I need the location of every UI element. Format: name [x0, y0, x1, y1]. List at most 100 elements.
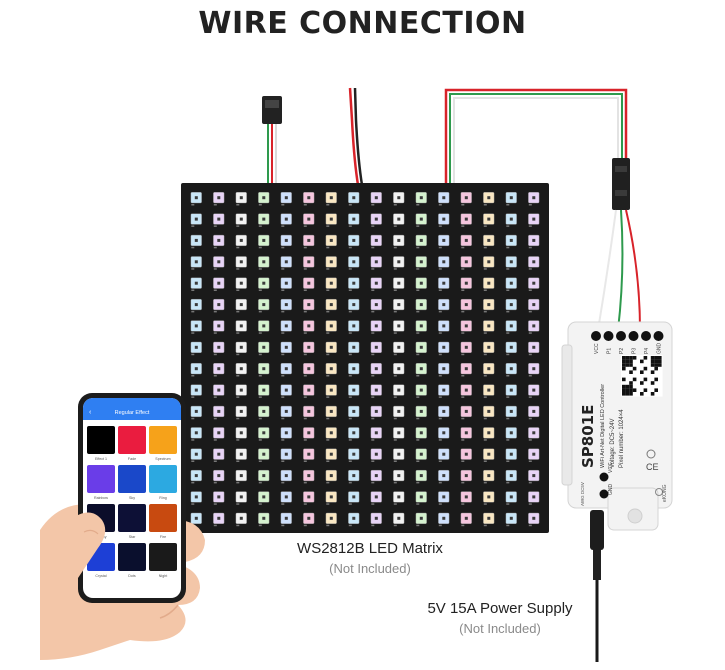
led-capacitor — [393, 460, 397, 462]
led-capacitor — [258, 481, 262, 484]
wires — [262, 87, 641, 662]
led-capacitor — [348, 375, 352, 377]
effect-label: Crystal — [95, 574, 106, 578]
led-capacitor — [393, 375, 397, 377]
led-capacitor — [326, 396, 330, 398]
led-chip — [329, 452, 333, 456]
led-chip — [239, 303, 243, 307]
effect-tile[interactable] — [87, 465, 115, 493]
qr-module — [640, 381, 644, 385]
led-chip — [329, 303, 333, 307]
led-chip — [509, 281, 513, 285]
led-capacitor — [528, 332, 532, 334]
power-supply-caption: 5V 15A Power Supply (Not Included) — [400, 600, 600, 636]
led-chip — [442, 516, 446, 520]
led-chip — [419, 217, 423, 221]
led-chip — [284, 495, 288, 499]
led-chip — [442, 324, 446, 328]
led-chip — [397, 303, 401, 307]
led-capacitor — [506, 289, 510, 291]
led-capacitor — [236, 460, 240, 462]
led-chip — [239, 409, 243, 413]
led-capacitor — [416, 417, 420, 420]
effect-tile[interactable] — [118, 426, 146, 454]
led-capacitor — [393, 268, 397, 270]
led-capacitor — [528, 417, 532, 420]
led-capacitor — [371, 268, 375, 270]
led-capacitor — [258, 332, 262, 334]
led-chip — [419, 345, 423, 349]
led-chip — [352, 345, 356, 349]
led-chip — [217, 367, 221, 371]
led-capacitor — [483, 481, 487, 484]
led-capacitor — [416, 332, 420, 334]
led-chip — [397, 217, 401, 221]
led-capacitor — [191, 353, 195, 356]
led-capacitor — [506, 524, 510, 527]
led-capacitor — [393, 503, 397, 505]
controller-model: SP801E — [579, 405, 597, 468]
led-capacitor — [416, 310, 420, 313]
page-title: WIRE CONNECTION — [198, 6, 527, 41]
led-capacitor — [236, 417, 240, 420]
effect-tile[interactable] — [118, 465, 146, 493]
led-chip — [532, 281, 536, 285]
led-chip — [239, 388, 243, 392]
led-capacitor — [281, 524, 285, 527]
led-chip — [352, 452, 356, 456]
led-chip — [307, 452, 311, 456]
effect-tile[interactable] — [118, 543, 146, 571]
led-capacitor — [303, 268, 307, 270]
effect-tile[interactable] — [87, 426, 115, 454]
led-capacitor — [416, 289, 420, 291]
led-chip — [532, 409, 536, 413]
port-label: GND — [657, 343, 663, 355]
led-capacitor — [236, 375, 240, 377]
led-chip — [397, 324, 401, 328]
led-capacitor — [483, 353, 487, 356]
led-chip — [442, 452, 446, 456]
port-terminal — [628, 331, 639, 341]
effect-tile[interactable] — [149, 504, 177, 532]
led-chip — [307, 431, 311, 435]
led-chip — [284, 409, 288, 413]
led-chip — [284, 388, 288, 392]
led-chip — [239, 452, 243, 456]
led-chip — [397, 196, 401, 200]
led-chip — [262, 431, 266, 435]
qr-module — [650, 356, 655, 360]
qr-module — [654, 377, 658, 382]
led-capacitor — [438, 204, 442, 206]
led-capacitor — [371, 439, 375, 441]
effect-tile[interactable] — [149, 426, 177, 454]
port-label-wrap: P1 — [607, 348, 613, 354]
led-capacitor — [213, 396, 217, 398]
led-chip — [284, 217, 288, 221]
led-capacitor — [393, 396, 397, 398]
led-capacitor — [191, 268, 195, 270]
led-chip — [464, 196, 468, 200]
led-capacitor — [213, 289, 217, 291]
led-chip — [442, 196, 446, 200]
led-capacitor — [461, 396, 465, 398]
led-capacitor — [191, 481, 195, 484]
led-capacitor — [416, 524, 420, 527]
led-capacitor — [281, 503, 285, 505]
led-chip — [352, 516, 356, 520]
port-terminal — [591, 331, 601, 341]
port-label: P2 — [619, 348, 625, 354]
effect-tile[interactable] — [149, 465, 177, 493]
effect-label: Spectrum — [155, 457, 170, 461]
qr-module — [654, 366, 658, 371]
led-capacitor — [438, 332, 442, 334]
led-capacitor — [303, 353, 307, 356]
led-capacitor — [303, 460, 307, 462]
led-chip — [532, 260, 536, 264]
led-capacitor — [191, 375, 195, 377]
effect-tile[interactable] — [149, 543, 177, 571]
qr-module — [643, 366, 648, 371]
effect-tile[interactable] — [118, 504, 146, 532]
led-chip — [374, 196, 378, 200]
led-capacitor — [281, 439, 285, 441]
